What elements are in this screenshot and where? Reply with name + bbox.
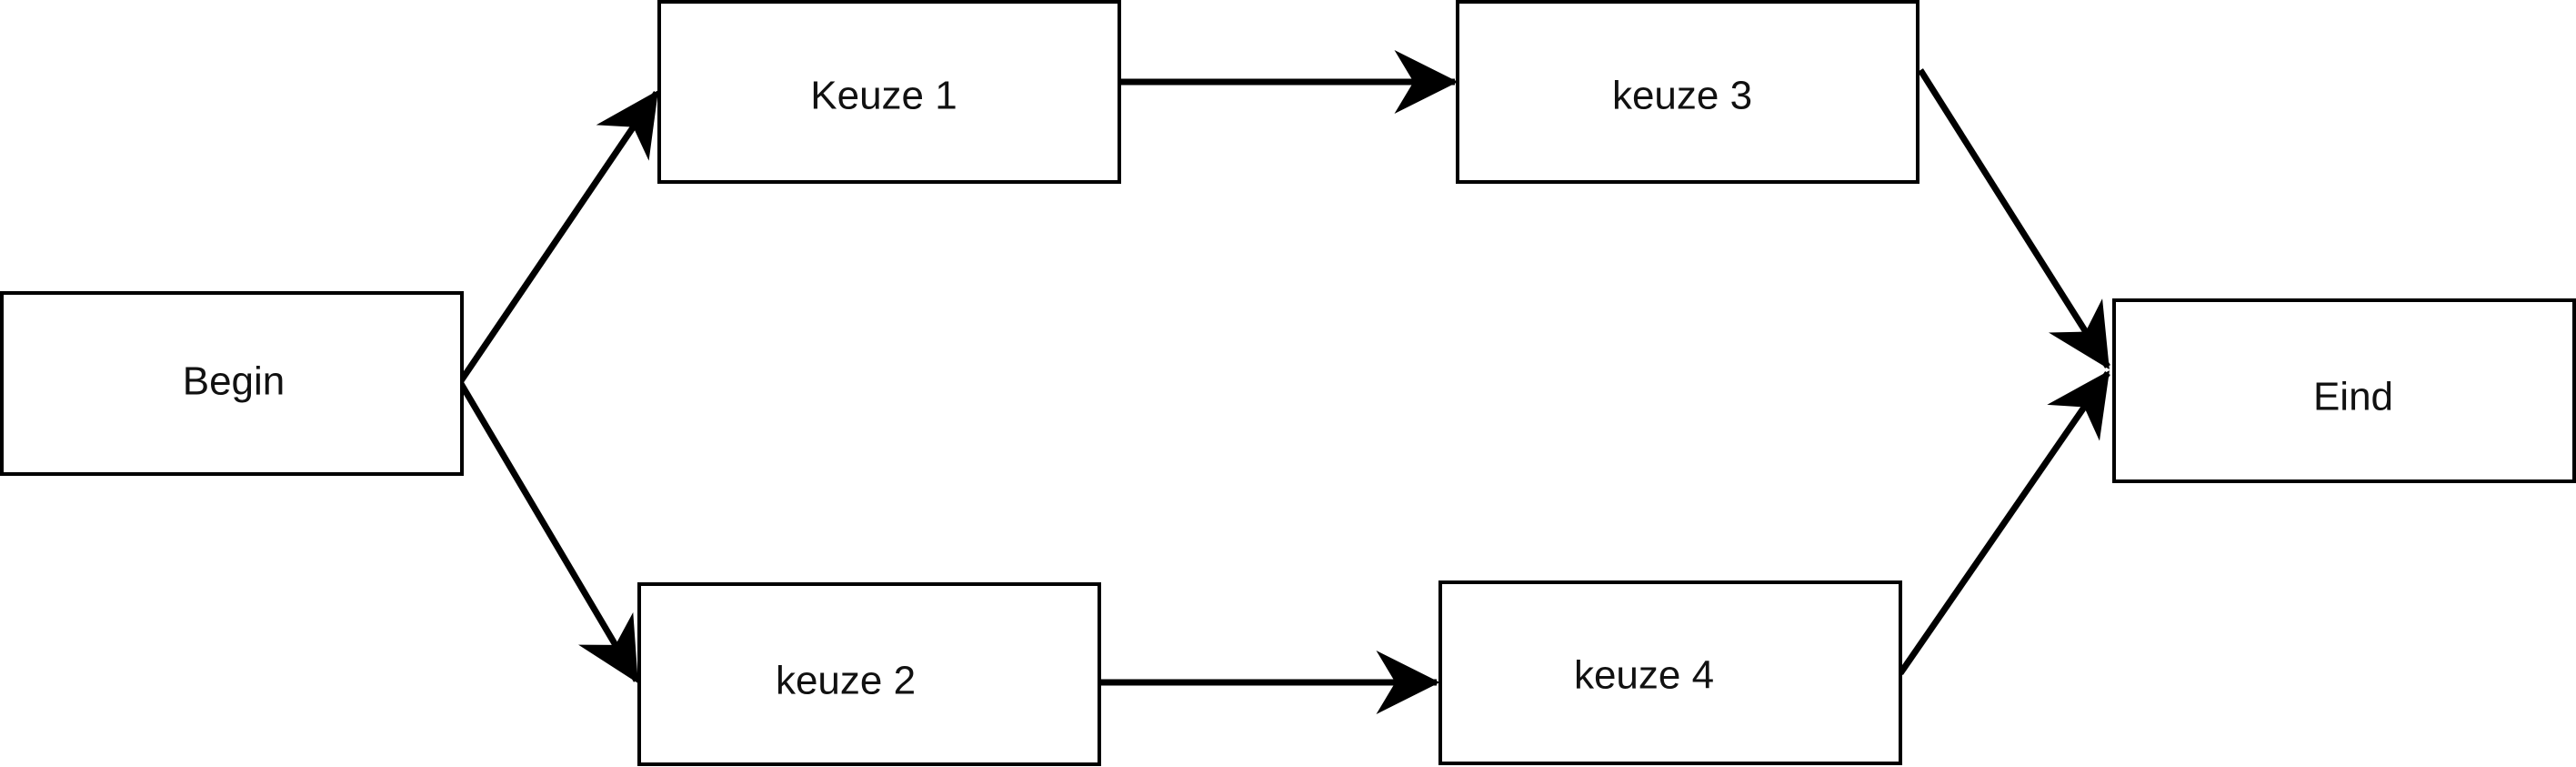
node-keuze1: Keuze 1	[657, 0, 1121, 184]
node-keuze3-box	[1456, 0, 1919, 184]
edges	[456, 50, 2110, 714]
node-keuze2-label: keuze 2	[776, 659, 916, 703]
edge-begin-keuze2	[456, 380, 640, 684]
node-keuze2-box	[637, 582, 1101, 766]
node-keuze2: keuze 2	[637, 582, 1101, 766]
edge-keuze3-eind	[1918, 68, 2110, 369]
node-begin: Begin	[0, 291, 464, 476]
node-eind-box	[2112, 298, 2576, 483]
node-keuze4: keuze 4	[1438, 580, 1902, 765]
edge-begin-keuze1	[457, 90, 659, 384]
node-keuze1-label: Keuze 1	[810, 74, 957, 118]
node-eind-label: Eind	[2313, 375, 2393, 419]
node-eind: Eind	[2112, 298, 2576, 483]
node-begin-label: Begin	[183, 359, 286, 404]
edge-keuze4-eind	[1898, 370, 2110, 675]
node-keuze1-box	[657, 0, 1121, 184]
node-keuze3-label: keuze 3	[1612, 74, 1752, 118]
node-keuze3: keuze 3	[1456, 0, 1919, 184]
node-begin-box	[0, 291, 464, 476]
node-keuze4-label: keuze 4	[1574, 653, 1714, 698]
node-keuze4-box	[1438, 580, 1902, 765]
